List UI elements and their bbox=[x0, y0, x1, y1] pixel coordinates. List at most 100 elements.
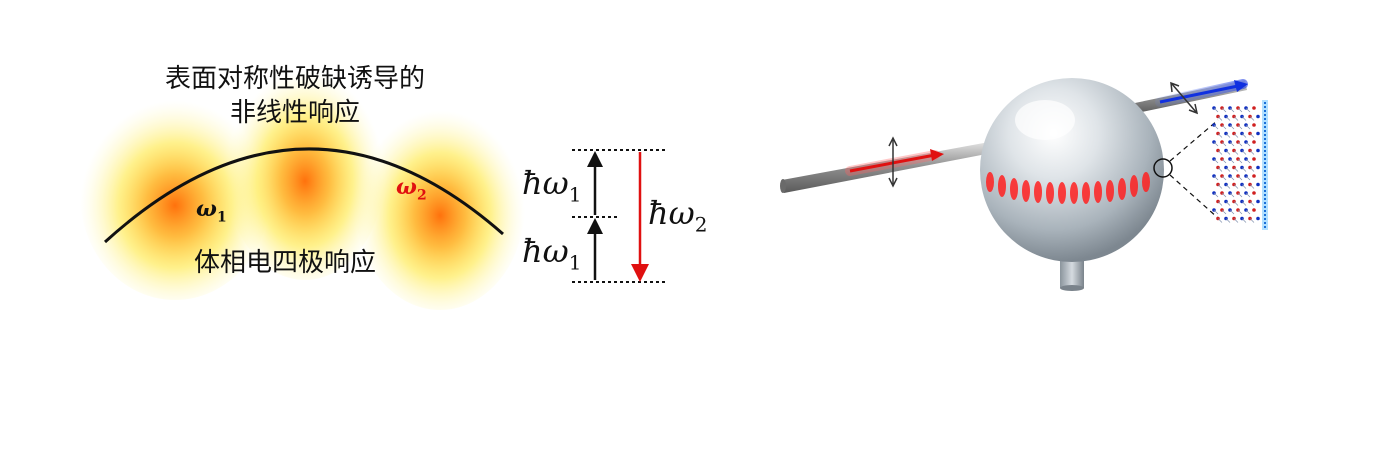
lattice-bond bbox=[1237, 158, 1243, 164]
lattice-bond bbox=[1213, 124, 1219, 130]
photon-energy-2-symbol: ħω bbox=[522, 232, 569, 270]
down-arrow-head bbox=[631, 264, 649, 282]
lattice-bond bbox=[1241, 167, 1247, 172]
sphere-highlight bbox=[1015, 100, 1075, 140]
lattice-bond bbox=[1229, 158, 1235, 164]
lattice-bond bbox=[1221, 175, 1227, 181]
lattice-bond bbox=[1237, 192, 1243, 198]
lattice-bond bbox=[1217, 116, 1223, 121]
input-pol-head-bot bbox=[888, 177, 898, 188]
omega2-symbol: ω bbox=[396, 174, 417, 200]
lattice-atom bbox=[1256, 216, 1260, 221]
lattice-bond bbox=[1217, 167, 1223, 172]
omega2-sub: 2 bbox=[416, 187, 427, 204]
lattice-bond bbox=[1249, 116, 1255, 121]
output-beam-head bbox=[1234, 80, 1248, 92]
lattice-atom bbox=[1252, 174, 1256, 178]
output-polarization bbox=[1171, 83, 1197, 113]
lattice-atom bbox=[1256, 148, 1260, 153]
glow-blobs bbox=[80, 60, 525, 310]
lattice-atom bbox=[1252, 208, 1256, 212]
lattice-bond bbox=[1245, 209, 1251, 215]
lattice-atom bbox=[1252, 157, 1256, 161]
omega1-symbol: ω bbox=[196, 196, 217, 222]
lattice-bond bbox=[1241, 116, 1247, 121]
sphere-stem-base bbox=[1060, 285, 1084, 291]
up-arrow-2-head bbox=[587, 151, 603, 167]
emitted-energy-symbol: ħω bbox=[648, 194, 695, 232]
lattice-atom bbox=[1256, 114, 1260, 119]
lattice-atom bbox=[1252, 123, 1256, 127]
lattice-bond bbox=[1225, 218, 1231, 223]
lattice-bond bbox=[1213, 192, 1219, 198]
lattice-bond bbox=[1249, 133, 1255, 138]
lattice-bond bbox=[1245, 175, 1251, 181]
output-beam bbox=[1159, 84, 1239, 104]
lattice-bond bbox=[1245, 107, 1251, 113]
surface-arc bbox=[103, 147, 504, 244]
input-pol-head-top bbox=[888, 136, 898, 147]
zoom-line-top bbox=[1169, 119, 1219, 162]
surface-response-title-line2: 非线性响应 bbox=[229, 98, 360, 128]
surface-response-title-line1: 表面对称性破缺诱导的 bbox=[164, 64, 425, 94]
lattice-bond bbox=[1213, 209, 1219, 215]
lattice-bond bbox=[1233, 116, 1239, 121]
input-beam-head bbox=[930, 149, 944, 161]
lattice-bond bbox=[1217, 133, 1223, 138]
lattice-bond bbox=[1221, 107, 1227, 113]
lattice-bond bbox=[1233, 184, 1239, 189]
lattice-bond bbox=[1245, 141, 1251, 147]
lattice-bond bbox=[1241, 150, 1247, 155]
lattice-bond bbox=[1221, 192, 1227, 198]
lattice-bond bbox=[1233, 133, 1239, 138]
lattice-bond bbox=[1221, 158, 1227, 164]
lattice-bond bbox=[1233, 218, 1239, 223]
lattice-bond bbox=[1221, 209, 1227, 215]
microsphere bbox=[980, 78, 1164, 262]
lattice-bond bbox=[1233, 167, 1239, 172]
lattice-bond bbox=[1225, 167, 1231, 172]
lattice-bond bbox=[1249, 150, 1255, 155]
optical-setup bbox=[780, 78, 1268, 291]
lattice-bond bbox=[1237, 209, 1243, 215]
lattice-bond bbox=[1241, 218, 1247, 223]
photon-energy-2-sub: 1 bbox=[568, 250, 582, 275]
lattice-bond bbox=[1225, 133, 1231, 138]
output-pol-head-bot bbox=[1188, 103, 1199, 115]
omega2-label: ω2 bbox=[396, 174, 427, 203]
omega1-sub: 1 bbox=[216, 209, 227, 226]
up-arrow-1-head bbox=[587, 218, 603, 234]
lattice-bond bbox=[1241, 133, 1247, 138]
lattice-bond bbox=[1249, 184, 1255, 189]
lattice-bond bbox=[1217, 184, 1223, 189]
emitted-energy: ħω2 bbox=[648, 194, 707, 236]
lattice-bond bbox=[1249, 218, 1255, 223]
surface-response-title: 表面对称性破缺诱导的 非线性响应 bbox=[140, 62, 450, 130]
lattice-bond bbox=[1233, 150, 1239, 155]
lattice-bond bbox=[1229, 141, 1235, 147]
lattice-bond bbox=[1225, 150, 1231, 155]
lattice-atom bbox=[1252, 106, 1256, 110]
lattice-bond bbox=[1217, 201, 1223, 206]
lattice-bond bbox=[1213, 107, 1219, 113]
lattice-bond bbox=[1229, 175, 1235, 181]
lattice-bond bbox=[1245, 192, 1251, 198]
zoom-line-bottom bbox=[1169, 174, 1219, 219]
wgm-band bbox=[986, 172, 1150, 204]
input-rod bbox=[782, 140, 1002, 193]
lattice-bond bbox=[1245, 124, 1251, 130]
lattice-bond bbox=[1213, 141, 1219, 147]
glow-center bbox=[225, 60, 385, 280]
photon-energy-1-symbol: ħω bbox=[522, 164, 569, 202]
lattice-bond bbox=[1229, 124, 1235, 130]
lattice-bond bbox=[1245, 158, 1251, 164]
output-pol-head-top bbox=[1170, 81, 1180, 93]
lattice-bond bbox=[1221, 124, 1227, 130]
bulk-response-label: 体相电四极响应 bbox=[193, 248, 376, 278]
lattice-bond bbox=[1217, 218, 1223, 223]
lattice-bond bbox=[1229, 192, 1235, 198]
lattice-atom bbox=[1256, 199, 1260, 204]
glow-right bbox=[355, 100, 525, 310]
input-rod-end bbox=[780, 179, 786, 193]
